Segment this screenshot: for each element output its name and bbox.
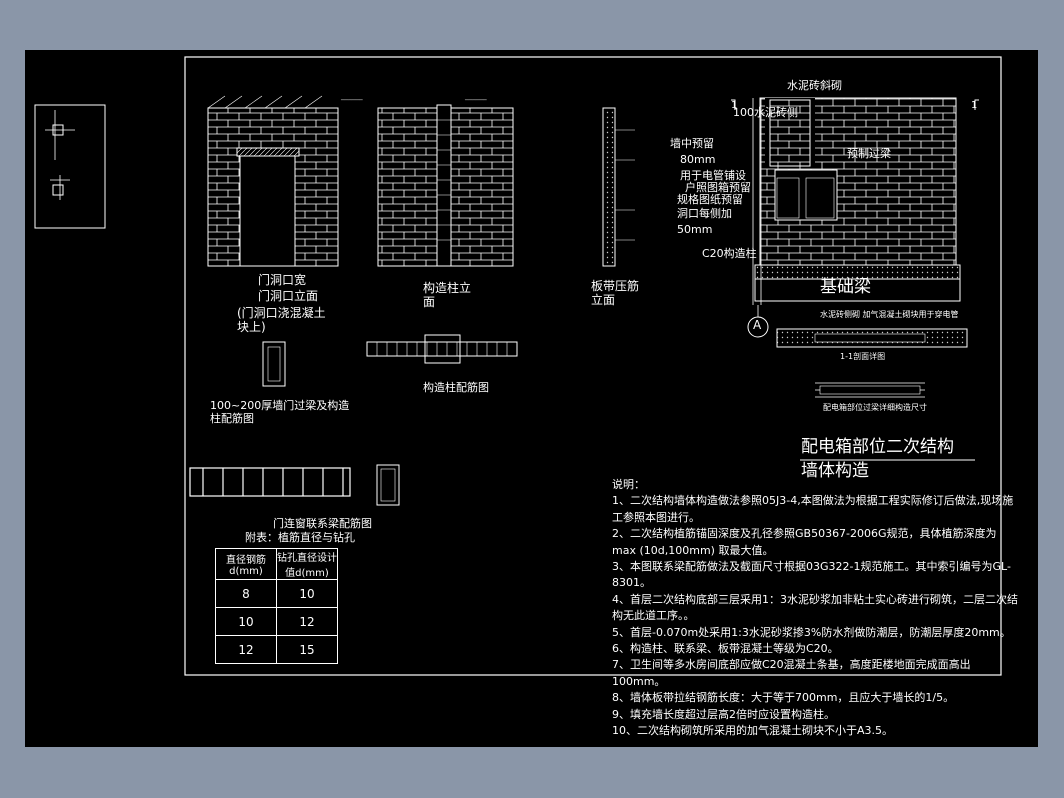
label-column-elev: 构造柱立面 (423, 281, 472, 309)
leader-note: ────── (341, 97, 363, 104)
section-mark-right: 1 (971, 100, 978, 111)
note-item: 10、二次结构砌筑所采用的加气混凝土砌块不小于A3.5。 (612, 724, 894, 738)
note-item: 6、构造柱、联系梁、板带混凝土等级为C20。 (612, 642, 839, 656)
section-mark-left: 1 (731, 100, 738, 111)
label-dist-box: 配电箱部位过梁详细构造尺寸 (823, 403, 927, 412)
sheet-frame (184, 56, 1002, 676)
table-cell: 10 (276, 579, 338, 608)
table-cell: 12 (215, 635, 277, 664)
label-cement-brick: 水泥砖斜砌 (787, 79, 842, 92)
label-hole-5: 户照图箱预留 (685, 181, 751, 194)
label-c20: C20构造柱 (702, 247, 757, 260)
cad-linework (34, 56, 1002, 676)
lintel-section (262, 341, 286, 387)
rebar-table: 直径钢筋d(mm) 钻孔直径设计值d(mm) 8 10 10 12 12 15 (215, 548, 338, 664)
label-section-11: 1-1剖面详图 (840, 352, 886, 361)
label-lintel-col: 100~200厚墙门过梁及构造柱配筋图 (210, 399, 350, 425)
label-band-elev: 板带压筋立面 (591, 279, 640, 307)
band-strip (602, 107, 616, 267)
drawing-title-line2: 墙体构造 (801, 461, 869, 481)
label-hole-8: 50mm (677, 223, 713, 236)
label-foundation: 基础梁 (820, 277, 871, 297)
column-rebar (366, 341, 518, 357)
inset-frame (34, 104, 106, 229)
table-cell: 12 (276, 607, 338, 636)
note-item: 2、二次结构植筋锚固深度及孔径参照GB50367-2006G规范，具体植筋深度为… (612, 527, 997, 557)
label-door-col: 门洞口立面 (258, 289, 319, 303)
note-item: 3、本图联系梁配筋做法及截面尺寸根据03G322-1规范施工。其中索引编号为GL… (612, 560, 1011, 590)
label-hole-6: 规格图纸预留 (677, 193, 743, 206)
note-item: 7、卫生间等多水房间底部应做C20混凝土条基，高度距楼地面完成面高出100mm。 (612, 658, 971, 688)
rebar-header-hole: 钻孔直径设计值d(mm) (276, 548, 338, 580)
note-item: 1、二次结构墙体构造做法参照05J3-4,本图做法为根据工程实际修订后做法,现场… (612, 494, 1014, 524)
axis-label: A (753, 318, 762, 332)
notes-block: 说明： 1、二次结构墙体构造做法参照05J3-4,本图做法为根据工程实际修订后做… (612, 477, 1020, 740)
drawing-title-line1: 配电箱部位二次结构 (801, 437, 954, 457)
table-cell: 8 (215, 579, 277, 608)
label-tie-beam: 门连窗联系梁配筋图 (273, 517, 372, 530)
drawing-canvas: ────── ────── 门洞口宽 门洞口立面 (门洞口浇混凝土块上) 构造柱… (25, 50, 1038, 747)
label-hole-2: 墙中预留 (670, 137, 714, 150)
label-door-note: (门洞口浇混凝土块上) (237, 306, 326, 334)
note-item: 8、墙体板带拉结钢筋长度：大于等于700mm，且应大于墙长的1/5。 (612, 691, 955, 705)
notes-heading: 说明： (612, 478, 645, 491)
rebar-table-caption: 附表：植筋直径与钻孔 (245, 531, 355, 544)
label-hole-3: 80mm (680, 153, 716, 166)
label-door-opening: 门洞口宽 (258, 273, 307, 287)
note-item: 5、首层-0.070m处采用1:3水泥砂浆掺3%防水剂做防潮层，防潮层厚度20m… (612, 625, 1011, 639)
label-hole-4: 用于电管铺设 (680, 169, 746, 182)
table-cell: 15 (276, 635, 338, 664)
label-lintel: 预制过梁 (847, 147, 891, 160)
leader-note: ────── (465, 97, 487, 104)
label-section-note: 水泥砖侧砌 加气混凝土砌块用于穿电管 (820, 310, 959, 319)
rebar-header-diameter: 直径钢筋d(mm) (215, 548, 277, 580)
note-item: 4、首层二次结构底部三层采用1：3水泥砂浆加非粘土实心砖进行砌筑，二层二次结构无… (612, 592, 1018, 623)
label-column-rebar: 构造柱配筋图 (423, 381, 489, 394)
label-hole-1: 100水泥砖侧 (733, 106, 798, 119)
tie-beam (189, 467, 351, 497)
label-hole-7: 洞口每侧加 (677, 207, 732, 220)
note-item: 9、填充墙长度超过层高2倍时应设置构造柱。 (612, 707, 835, 721)
table-cell: 10 (215, 607, 277, 636)
